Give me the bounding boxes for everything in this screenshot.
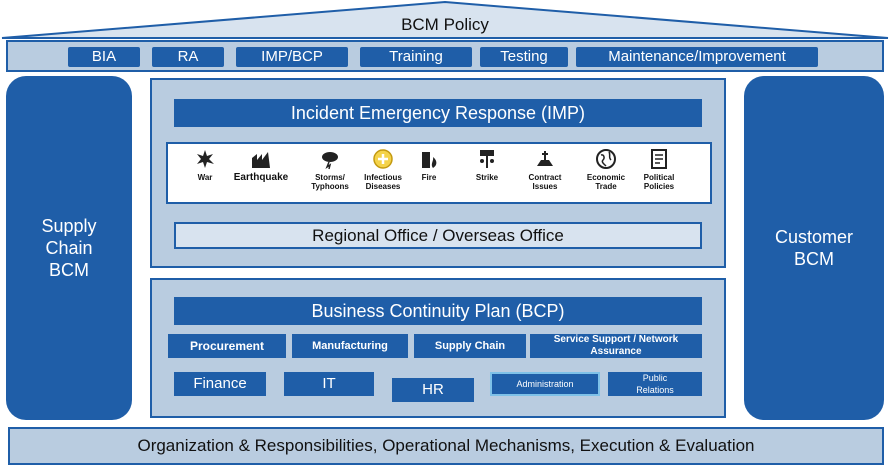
- storm-icon: [322, 152, 338, 170]
- risk-contract: Contract Issues: [520, 148, 570, 200]
- risk-economic: Economic Trade: [582, 148, 630, 200]
- risk-strip: [166, 142, 712, 204]
- process-item-maintenance: Maintenance/Improvement: [576, 47, 818, 67]
- war-icon: [197, 150, 214, 168]
- regional-office-bar: Regional Office / Overseas Office: [174, 222, 702, 249]
- dept-finance: Finance: [174, 372, 266, 396]
- dept-manufacturing: Manufacturing: [292, 334, 408, 358]
- process-item-ra: RA: [152, 47, 224, 67]
- foundation-bar: Organization & Responsibilities, Operati…: [8, 427, 884, 465]
- policy-roof: [1, 0, 889, 39]
- bcp-title: Business Continuity Plan (BCP): [174, 297, 702, 325]
- dept-supply-chain: Supply Chain: [414, 334, 526, 358]
- risk-strike: Strike: [468, 148, 506, 200]
- policy-icon: [651, 149, 667, 169]
- process-item-imp-bcp: IMP/BCP: [236, 47, 348, 67]
- risk-political: Political Policies: [634, 148, 684, 200]
- process-item-training: Training: [360, 47, 472, 67]
- dept-public-relations: Public Relations: [608, 372, 702, 396]
- imp-title: Incident Emergency Response (IMP): [174, 99, 702, 127]
- process-item-testing: Testing: [480, 47, 568, 67]
- customer-bcm-pillar: Customer BCM: [744, 76, 884, 420]
- risk-war: War: [186, 148, 224, 200]
- risk-earthquake: Earthquake: [228, 148, 294, 200]
- contract-icon: [537, 151, 553, 166]
- strike-icon: [480, 150, 494, 168]
- globe-icon: [596, 149, 616, 169]
- policy-title: BCM Policy: [401, 15, 489, 34]
- earthquake-icon: [252, 152, 270, 168]
- dept-administration: Administration: [490, 372, 600, 396]
- risk-infectious: Infectious Diseases: [356, 148, 410, 200]
- dept-service-support: Service Support / Network Assurance: [530, 334, 702, 358]
- fire-icon: [422, 152, 437, 168]
- dept-hr: HR: [392, 378, 474, 402]
- dept-it: IT: [284, 372, 374, 396]
- dept-procurement: Procurement: [168, 334, 286, 358]
- risk-fire: Fire: [414, 148, 444, 200]
- disease-icon: [373, 149, 393, 169]
- risk-storms: Storms/ Typhoons: [302, 148, 358, 200]
- process-item-bia: BIA: [68, 47, 140, 67]
- supply-chain-bcm-pillar: Supply Chain BCM: [6, 76, 132, 420]
